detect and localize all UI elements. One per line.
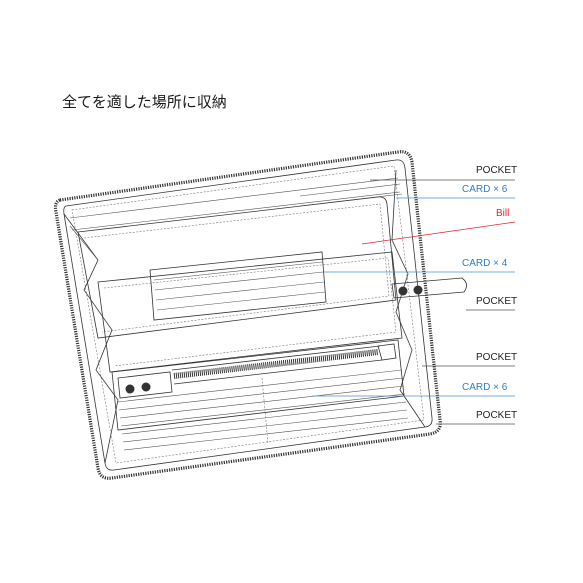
coin-zipper [171,343,397,385]
right-gusset-fold [391,239,413,391]
card-4-slot-4 [156,291,326,311]
right-snap-tab [391,277,467,299]
lower-card-slots [117,369,409,451]
label-bill: Bill [496,208,509,219]
leader-lines [312,179,516,425]
label-pocket-4: POCKET [476,410,517,421]
card-4-block [149,251,327,321]
card-slot-upper-1 [299,183,401,197]
right-gusset [391,169,426,428]
middle-divider-stitching [103,257,397,367]
label-card-6-top: CARD × 6 [462,184,508,195]
outer-stitching [71,165,425,464]
wallet-illustration [53,150,467,480]
page-title: 全てを適した場所に収納 [62,93,227,111]
left-snap-tab [117,371,173,399]
outer-zipper [53,150,442,480]
card-4-slot-3 [155,281,325,301]
label-pocket-1: POCKET [476,165,517,176]
label-card-6-bottom: CARD × 6 [462,382,508,393]
wallet-outer-body [63,159,433,471]
card-4-slot-2 [154,271,324,291]
card-4-slot-1 [153,261,323,281]
back-pocket-panel [69,177,401,231]
bill-compartment [77,196,397,339]
coin-compartment [111,339,405,431]
left-gusset-fold [69,225,119,401]
label-pocket-2: POCKET [476,296,517,307]
middle-divider [97,251,403,373]
leader-bill [361,221,516,245]
callout-labels: POCKET CARD × 6 Bill CARD × 4 POCKET POC… [462,165,517,421]
label-pocket-3: POCKET [476,352,517,363]
label-card-4: CARD × 4 [462,258,508,269]
bill-stitching [83,203,390,333]
